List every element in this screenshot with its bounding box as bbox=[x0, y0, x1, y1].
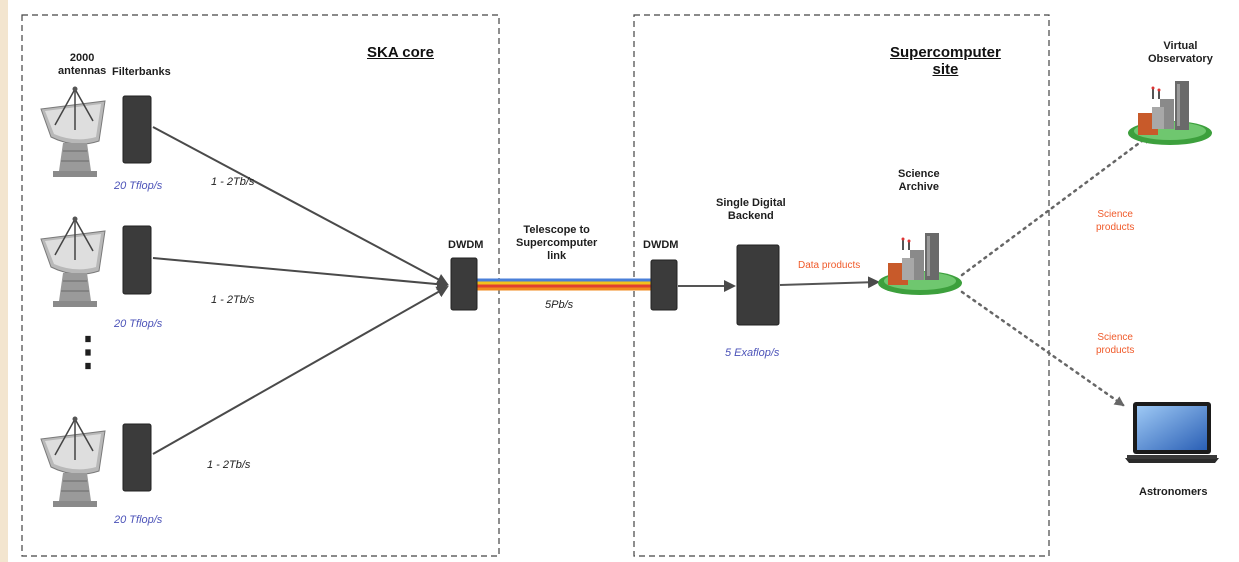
filterbank-box bbox=[122, 225, 152, 295]
science-products-lower-label: Science products bbox=[1096, 331, 1134, 357]
satellite-dish-icon bbox=[40, 416, 106, 507]
archive-to-astronomers-dotted-arrow bbox=[960, 290, 1125, 407]
filterbank-link-line bbox=[152, 126, 449, 285]
supercomputer-title-line2: site bbox=[932, 61, 959, 78]
backend-line2: Backend bbox=[727, 210, 774, 222]
archive-to-observatory-dotted-arrow bbox=[960, 133, 1152, 277]
filterbank-compute-label: 20 Tflop/s bbox=[114, 318, 163, 330]
science-archive-label: Science Archive bbox=[898, 168, 940, 194]
archive-line2: Archive bbox=[898, 181, 939, 193]
dwdm-right-box bbox=[650, 259, 678, 311]
vo-line2: Observatory bbox=[1148, 53, 1213, 65]
link-rate-label: 1 - 2Tb/s bbox=[207, 459, 251, 471]
dwdm-left-box bbox=[450, 257, 478, 311]
dwdm-right-label: DWDM bbox=[643, 239, 679, 251]
sp-upper-line2: products bbox=[1096, 222, 1135, 233]
data-products-label: Data products bbox=[798, 260, 861, 271]
filterbank-link-line bbox=[152, 257, 449, 291]
ska-core-title: SKA core bbox=[367, 44, 434, 61]
telescope-link-label: Telescope to Supercomputer link bbox=[516, 224, 597, 263]
link-rate-label: 1 - 2Tb/s bbox=[211, 176, 255, 188]
archive-line1: Science bbox=[898, 168, 940, 180]
filterbank-box bbox=[122, 95, 152, 164]
dwdm-left-label: DWDM bbox=[448, 239, 484, 251]
backend-compute-label: 5 Exaflop/s bbox=[725, 347, 780, 359]
laptop-icon bbox=[1125, 402, 1219, 463]
science-archive-building-icon bbox=[878, 233, 962, 295]
backend-to-archive-arrow bbox=[779, 276, 880, 289]
virtual-observatory-label: Virtual Observatory bbox=[1148, 40, 1213, 66]
filterbanks-header: Filterbanks bbox=[112, 66, 171, 78]
antennas-header-line1: 2000 bbox=[69, 52, 95, 64]
antenna-ellipsis: ⋮ bbox=[68, 330, 108, 374]
link-rate-5pbs: 5Pb/s bbox=[545, 299, 574, 311]
link-line2: Supercomputer bbox=[516, 237, 598, 249]
sp-lower-line1: Science bbox=[1097, 332, 1133, 343]
ska-core-region bbox=[21, 14, 500, 557]
antennas-header-line2: antennas bbox=[58, 65, 107, 77]
link-line3: link bbox=[547, 250, 567, 262]
science-products-upper-label: Science products bbox=[1096, 208, 1134, 234]
link-rate-label: 1 - 2Tb/s bbox=[211, 294, 255, 306]
sp-lower-line2: products bbox=[1096, 345, 1135, 356]
astronomers-label: Astronomers bbox=[1139, 486, 1208, 498]
link-line1: Telescope to bbox=[523, 224, 590, 236]
supercomputer-title-line1: Supercomputer bbox=[890, 44, 1001, 61]
vo-line1: Virtual bbox=[1163, 40, 1198, 52]
virtual-observatory-building-icon bbox=[1128, 81, 1212, 145]
filterbank-compute-label: 20 Tflop/s bbox=[114, 514, 163, 526]
backend-box bbox=[736, 244, 780, 326]
filterbank-box bbox=[122, 423, 152, 492]
satellite-dish-icon bbox=[40, 86, 106, 177]
antennas-header: 2000 antennas bbox=[58, 52, 106, 78]
supercomputer-site-title: Supercomputer site bbox=[890, 44, 1001, 78]
filterbank-link-line bbox=[152, 286, 449, 455]
backend-line1: Single Digital bbox=[716, 197, 786, 209]
filterbank-compute-label: 20 Tflop/s bbox=[114, 180, 163, 192]
sp-upper-line1: Science bbox=[1097, 209, 1133, 220]
satellite-dish-icon bbox=[40, 216, 106, 307]
fiber-link bbox=[477, 278, 651, 291]
backend-label: Single Digital Backend bbox=[716, 197, 786, 223]
